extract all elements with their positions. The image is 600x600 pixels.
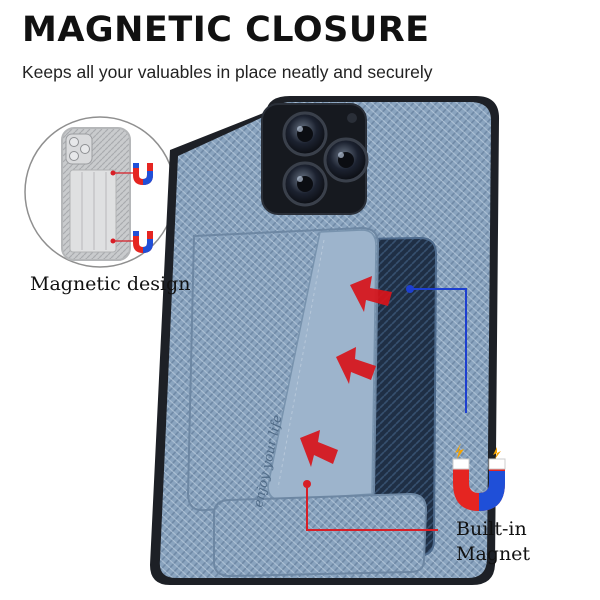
small-magnet-icon — [133, 163, 153, 185]
camera-lens-icon — [282, 161, 328, 207]
phone-case — [150, 96, 500, 585]
small-magnet-icon — [133, 231, 153, 253]
camera-lens-icon — [323, 137, 369, 183]
page-title: MAGNETIC CLOSURE — [22, 10, 430, 50]
built-in-magnet-line2: Magnet — [456, 543, 531, 565]
flash-icon — [347, 113, 357, 123]
built-in-magnet-line1: Built-in — [456, 518, 527, 540]
horseshoe-magnet-icon — [452, 443, 506, 511]
magnetic-design-inset — [24, 116, 176, 268]
camera-lens-icon — [282, 111, 328, 157]
built-in-magnet-caption: Built-in Magnet — [456, 517, 530, 567]
page-subtitle: Keeps all your valuables in place neatly… — [22, 62, 433, 82]
magnetic-design-caption: Magnetic design — [30, 273, 191, 295]
